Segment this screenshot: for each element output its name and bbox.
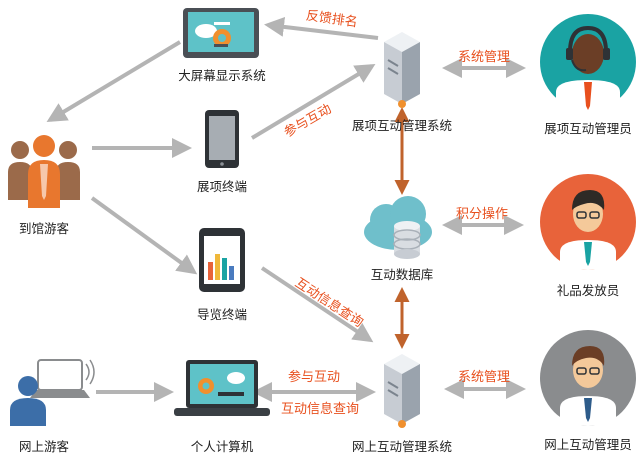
label-gift-staff: 礼品发放员 [556,283,620,298]
edge-label-system-mgmt-bottom: 系统管理 [457,370,511,385]
guide-terminal-icon [199,228,245,292]
personal-computer-icon [174,360,270,416]
exhibit-admin-avatar [540,14,636,112]
visitors-icon [8,135,80,208]
label-online-visitor: 网上游客 [18,439,70,454]
label-visitors: 到馆游客 [18,221,70,236]
online-server-icon [384,354,420,428]
exhibit-server-icon [384,32,420,108]
edge-label-info-query-bottom: 互动信息查询 [280,402,360,417]
label-personal-computer: 个人计算机 [190,439,254,454]
label-exhibit-terminal: 展项终端 [196,179,248,194]
label-big-screen: 大屏幕显示系统 [178,68,266,83]
label-exhibit-mgmt-system: 展项互动管理系统 [351,118,453,133]
database-icon [364,196,432,259]
arrow-visitors-to-guide-terminal [90,196,198,275]
arrow-guide-to-online-system [260,266,374,343]
online-visitor-icon [10,359,95,426]
label-database: 互动数据库 [370,267,434,282]
edge-label-participate-bottom: 参与互动 [287,370,341,385]
arrow-exhibit-terminal-to-system [250,63,376,140]
big-screen-icon [183,8,259,58]
edge-label-system-mgmt-top: 系统管理 [457,50,511,65]
arrow-bigscreen-to-visitors [46,40,182,123]
label-online-admin: 网上互动管理员 [544,437,632,452]
label-online-mgmt-system: 网上互动管理系统 [351,439,453,454]
label-exhibit-admin: 展项互动管理员 [544,121,632,136]
exhibit-terminal-icon [205,110,239,168]
gift-staff-avatar [540,174,636,270]
online-admin-avatar [540,330,636,426]
arrow-exhibit-system-to-bigscreen [264,16,379,40]
arrows [46,16,526,402]
label-guide-terminal: 导览终端 [196,307,248,322]
edge-label-points-operation: 积分操作 [455,207,509,222]
